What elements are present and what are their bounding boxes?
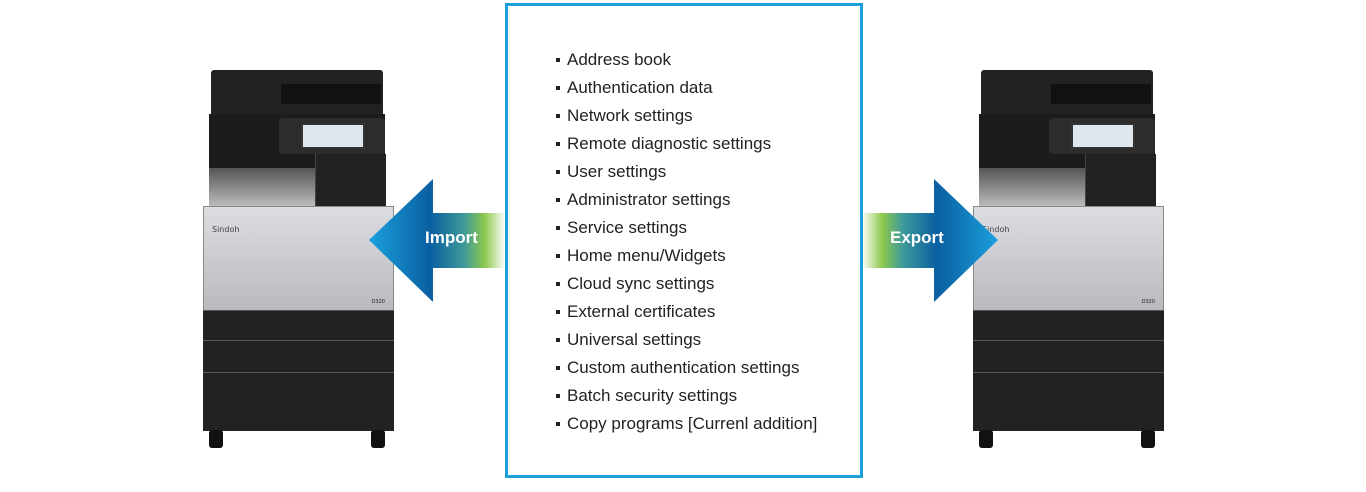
- list-item-label: User settings: [567, 162, 667, 181]
- paper-drawer: [973, 310, 1164, 341]
- export-label: Export: [890, 228, 944, 247]
- wheel: [209, 430, 223, 448]
- arrow-left-icon: [369, 179, 505, 302]
- document-feeder: [981, 70, 1153, 114]
- list-item-label: Address book: [567, 50, 671, 69]
- output-tray: [979, 168, 1085, 206]
- source-printer: Sindoh D320: [203, 68, 395, 453]
- list-item: Authentication data: [556, 74, 817, 102]
- printer-body: Sindoh D320: [203, 206, 394, 312]
- list-item: Administrator settings: [556, 186, 817, 214]
- list-item-label: Remote diagnostic settings: [567, 134, 772, 153]
- bullet-icon: [556, 282, 560, 286]
- list-item: Universal settings: [556, 326, 817, 354]
- export-arrow: Export: [862, 178, 998, 304]
- list-item: Address book: [556, 46, 817, 74]
- paper-drawer: [973, 372, 1164, 431]
- wheel: [1141, 430, 1155, 448]
- list-item-label: Custom authentication settings: [567, 358, 800, 377]
- list-item: External certificates: [556, 298, 817, 326]
- list-item: Batch security settings: [556, 382, 817, 410]
- list-item-label: Home menu/Widgets: [567, 246, 726, 265]
- arrow-right-icon: [862, 179, 998, 302]
- list-item-label: Universal settings: [567, 330, 702, 349]
- printer-body: Sindoh D320: [973, 206, 1164, 312]
- paper-drawer: [203, 372, 394, 431]
- touch-screen: [301, 123, 365, 149]
- bullet-icon: [556, 422, 560, 426]
- list-item-label: External certificates: [567, 302, 716, 321]
- list-item-label: Administrator settings: [567, 190, 731, 209]
- list-item-label: Batch security settings: [567, 386, 738, 405]
- touch-screen: [1071, 123, 1135, 149]
- output-tray: [209, 168, 315, 206]
- bullet-icon: [556, 58, 560, 62]
- list-item: Cloud sync settings: [556, 270, 817, 298]
- model-label: D320: [1141, 299, 1155, 305]
- bullet-icon: [556, 310, 560, 314]
- import-label: Import: [425, 228, 478, 247]
- bullet-icon: [556, 198, 560, 202]
- target-printer: Sindoh D320: [973, 68, 1165, 453]
- list-item: Remote diagnostic settings: [556, 130, 817, 158]
- bullet-icon: [556, 86, 560, 90]
- brand-logo: Sindoh: [212, 225, 240, 234]
- list-item: Network settings: [556, 102, 817, 130]
- bullet-icon: [556, 394, 560, 398]
- list-item: User settings: [556, 158, 817, 186]
- bullet-icon: [556, 170, 560, 174]
- bullet-icon: [556, 338, 560, 342]
- list-item: Copy programs [Currenl addition]: [556, 410, 817, 438]
- paper-drawer: [203, 310, 394, 341]
- import-arrow: Import: [369, 178, 505, 304]
- bullet-icon: [556, 114, 560, 118]
- list-item-label: Service settings: [567, 218, 687, 237]
- paper-drawer: [973, 340, 1164, 373]
- wheel: [371, 430, 385, 448]
- list-item-label: Copy programs [Currenl addition]: [567, 414, 818, 433]
- bullet-icon: [556, 366, 560, 370]
- paper-drawer: [203, 340, 394, 373]
- brand-logo: Sindoh: [982, 225, 1010, 234]
- list-item-label: Network settings: [567, 106, 693, 125]
- model-label: D320: [371, 299, 385, 305]
- bullet-icon: [556, 142, 560, 146]
- document-feeder: [211, 70, 383, 114]
- list-item-label: Cloud sync settings: [567, 274, 715, 293]
- bullet-icon: [556, 254, 560, 258]
- wheel: [979, 430, 993, 448]
- bullet-icon: [556, 226, 560, 230]
- list-item-label: Authentication data: [567, 78, 713, 97]
- list-item: Custom authentication settings: [556, 354, 817, 382]
- list-item: Home menu/Widgets: [556, 242, 817, 270]
- list-item: Service settings: [556, 214, 817, 242]
